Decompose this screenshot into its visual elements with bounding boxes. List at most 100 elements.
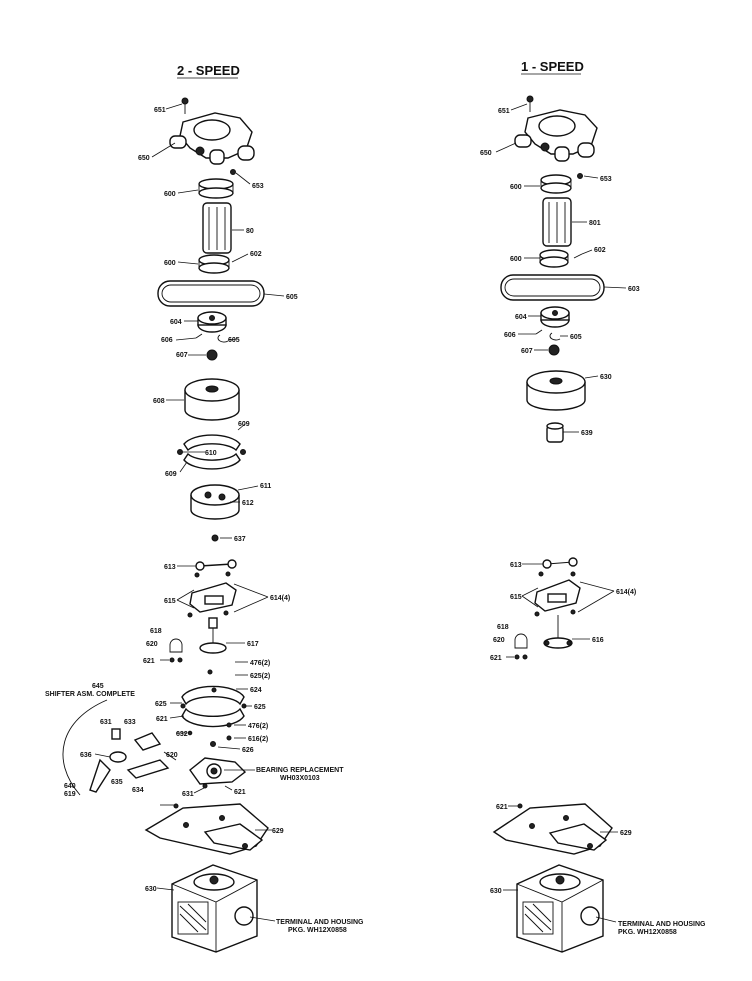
- callout: 613: [510, 562, 522, 569]
- callout: 606: [504, 332, 516, 339]
- callout: 615: [510, 594, 522, 601]
- drive-belt-605: [157, 280, 265, 307]
- bearing-note: BEARING REPLACEMENT: [256, 767, 344, 774]
- bearing-plate: [189, 757, 247, 785]
- screw-621-right: [517, 803, 523, 809]
- title-1-speed: 1 - SPEED: [521, 59, 584, 74]
- callout: 620: [146, 641, 158, 648]
- callout: 621: [490, 655, 502, 662]
- callout: 602: [594, 247, 606, 254]
- link-613: [195, 559, 237, 571]
- mounting-plate-629: [144, 803, 269, 855]
- callout: 632: [176, 731, 188, 738]
- callout: 650: [480, 150, 492, 157]
- nut-607-right: [548, 344, 560, 356]
- shaft-617: [199, 617, 227, 654]
- callout: 626: [242, 747, 254, 754]
- callout: 611: [260, 483, 271, 490]
- left-notes: 645 SHIFTER ASM. COMPLETE BEARING REPLAC…: [45, 683, 364, 934]
- mounting-plate-629-right: [492, 803, 613, 855]
- callout: 600: [510, 256, 522, 263]
- callout: 630: [490, 888, 502, 895]
- clip-605: [217, 334, 229, 343]
- clip-602: [231, 257, 241, 263]
- screw-651-right: [526, 95, 534, 112]
- bracket-620: [169, 638, 183, 653]
- callout: 636: [80, 752, 92, 759]
- callout: 621: [496, 804, 508, 811]
- callout: 801: [589, 220, 601, 227]
- callout: 607: [521, 348, 533, 355]
- callout: 617: [247, 641, 259, 648]
- callout: 653: [252, 183, 264, 190]
- bushing-639: [546, 422, 564, 443]
- cam-615-right: [534, 579, 581, 612]
- callout: 634: [132, 787, 144, 794]
- clip-602-right: [573, 253, 583, 259]
- callout: 625: [155, 701, 167, 708]
- callout: 476(2): [250, 660, 270, 667]
- motor-630: [171, 864, 258, 953]
- callout: 615: [164, 598, 176, 605]
- callout: 631: [100, 719, 112, 726]
- callout: 651: [498, 108, 510, 115]
- callout: 625: [254, 704, 266, 711]
- callout: 618: [150, 628, 162, 635]
- callout: 602: [250, 251, 262, 258]
- callout: 605: [570, 334, 582, 341]
- bracket-620-right: [514, 633, 528, 649]
- sleeve-80: [202, 202, 232, 254]
- pin-606-right: [535, 329, 543, 335]
- right-part-numbers: 651 650 653 600 801 602 600 603 604 606 …: [480, 108, 640, 895]
- callout: 651: [154, 107, 166, 114]
- brake-shoes-609: [177, 434, 246, 470]
- seal-653-right: [577, 173, 583, 179]
- washer-637: [211, 534, 219, 542]
- callout: 620: [493, 637, 505, 644]
- callout: 604: [515, 314, 527, 321]
- callout: 620: [166, 752, 178, 759]
- callout: 616(2): [248, 736, 268, 743]
- clip-605-right: [549, 332, 561, 341]
- callout: 600: [164, 260, 176, 267]
- callout: 639: [581, 430, 593, 437]
- callout: 605: [228, 337, 240, 344]
- ring-600-top-right: [540, 174, 572, 194]
- callout: 606: [161, 337, 173, 344]
- callout: 613: [164, 564, 176, 571]
- right-notes: TERMINAL AND HOUSING PKG. WH12X0858: [618, 921, 706, 936]
- bearing-part: WH03X0103: [280, 775, 320, 782]
- callout: 614(4): [270, 595, 290, 602]
- callout: 609: [165, 471, 177, 478]
- ring-gear-624: [180, 669, 247, 728]
- terminal-part: PKG. WH12X0858: [288, 927, 347, 934]
- callout: 637: [234, 536, 246, 543]
- link-613-right: [542, 557, 578, 569]
- callout: 476(2): [248, 723, 268, 730]
- callout: 607: [176, 352, 188, 359]
- pump-housing-650: [169, 112, 255, 165]
- terminal-note-right: TERMINAL AND HOUSING: [618, 921, 706, 928]
- callout: 653: [600, 176, 612, 183]
- callout: 618: [497, 624, 509, 631]
- callout: 629: [272, 828, 284, 835]
- title-2-speed: 2 - SPEED: [177, 63, 240, 78]
- callout: 608: [153, 398, 165, 405]
- drive-hub-612: [190, 484, 240, 520]
- callout: 603: [628, 286, 640, 293]
- right-callouts: [495, 103, 627, 923]
- callout: 605: [286, 294, 298, 301]
- callout: 625(2): [250, 673, 270, 680]
- shifter-assembly: [62, 699, 177, 796]
- shifter-note: SHIFTER ASM. COMPLETE: [45, 691, 135, 698]
- callout: 619: [64, 791, 76, 798]
- callout: 616: [592, 637, 604, 644]
- seal-653: [230, 169, 236, 175]
- ring-600-bottom: [198, 254, 230, 274]
- ring-600-top: [198, 178, 234, 199]
- callout: 610: [205, 450, 217, 457]
- pulley-604: [197, 311, 227, 333]
- ring-600-bottom-right: [539, 249, 569, 268]
- callout: 630: [145, 886, 157, 893]
